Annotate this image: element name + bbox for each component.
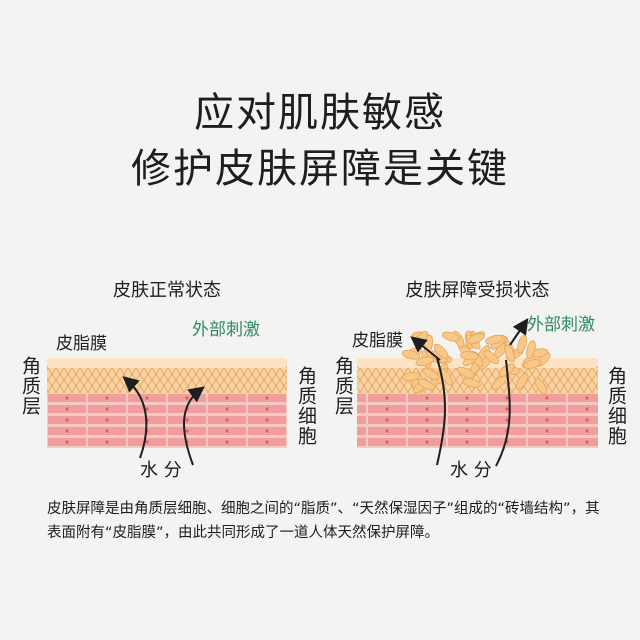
water-arrow xyxy=(183,386,205,466)
normal-skin-diagram xyxy=(47,358,287,466)
scattered-lipid-particles xyxy=(401,330,551,396)
lipid-particle xyxy=(462,378,481,388)
corneocyte-label: 角质细胞 xyxy=(605,366,627,446)
lipid-particle xyxy=(485,334,504,345)
sebum-label: 皮脂膜 xyxy=(56,334,107,354)
lipid-particle xyxy=(459,351,479,361)
damaged-heading: 皮肤屏障受损状态 xyxy=(405,280,550,301)
external-stimulus-label: 外部刺激 xyxy=(527,315,595,335)
lipid-particle xyxy=(515,373,529,390)
lipid-particle xyxy=(415,356,434,367)
lipid-particle xyxy=(483,350,500,365)
water-label: 水 分 xyxy=(140,460,182,481)
lipid-particle xyxy=(467,333,485,345)
lipid-particle xyxy=(441,331,461,342)
lipid-particle xyxy=(433,343,449,359)
water-arrow xyxy=(122,376,148,459)
lipid-particle xyxy=(526,340,536,359)
lipid-particle xyxy=(417,378,435,391)
water-label: 水 分 xyxy=(450,460,492,481)
external-stimulus-label: 外部刺激 xyxy=(192,320,260,340)
damaged-skin-diagram xyxy=(357,318,598,467)
corneocyte-label: 角质细胞 xyxy=(295,366,317,446)
normal-heading: 皮肤正常状态 xyxy=(113,280,221,301)
sebum-film xyxy=(47,358,287,368)
lipid-particle xyxy=(504,344,516,363)
lipid-lattice xyxy=(47,368,287,393)
stratum-label: 角质层 xyxy=(19,356,41,416)
sebum-label: 皮脂膜 xyxy=(352,331,403,351)
stratum-label: 角质层 xyxy=(332,356,354,416)
title-line-1: 应对肌肤敏感 xyxy=(194,90,446,136)
lipid-particle xyxy=(401,372,421,382)
lipid-particle xyxy=(534,377,547,395)
lipid-particle xyxy=(523,359,542,369)
lipid-particle xyxy=(422,367,440,381)
lipid-particle xyxy=(491,375,507,391)
water-loss-line xyxy=(495,359,511,467)
description-text: 皮肤屏障是由角质层细胞、细胞之间的“脂质”、“天然保湿因子”组成的“砖墙结构”，… xyxy=(47,501,600,541)
stimulus-arrow xyxy=(509,318,529,346)
lipid-particle xyxy=(456,366,475,379)
sebum-arrow xyxy=(410,336,441,361)
water-loss-line xyxy=(436,357,446,466)
title-line-2: 修护皮肤屏障是关键 xyxy=(131,146,509,192)
corneocyte-bricks xyxy=(47,393,287,448)
